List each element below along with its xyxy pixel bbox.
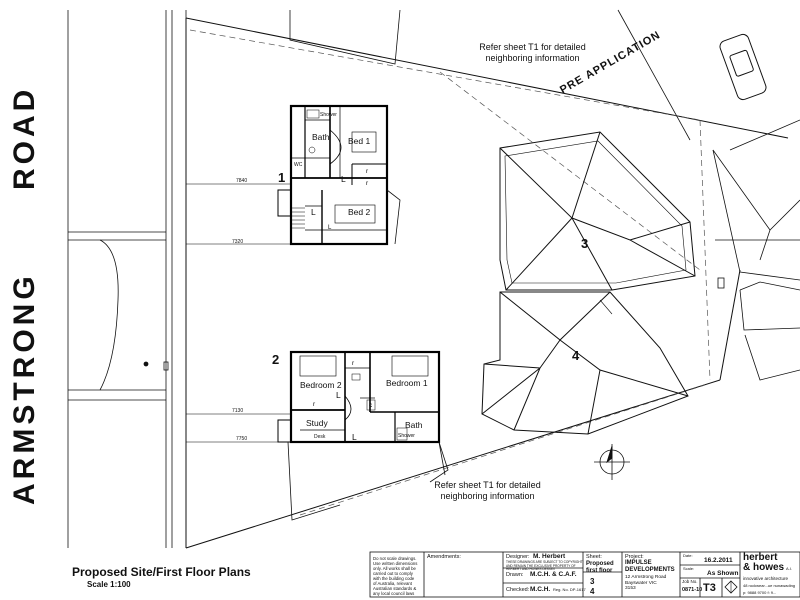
job-number: 0871-10 [682,587,703,593]
unit-1-shower: Shower [320,112,337,118]
unit-1-bed-1: Bed 1 [348,136,371,146]
dimension-7130: 7130 [232,408,244,414]
note-top-neighbour: Refer sheet T1 for detailed neighboring … [479,42,586,63]
dimension-7320: 7320 [232,239,244,245]
unit-2-number: 2 [272,352,280,367]
site-boundary [185,17,789,549]
dimension-7750: 7750 [236,436,248,442]
unit-3-number: 3 [581,236,589,251]
disclaimer-text: Do not scale drawings. Use written dimen… [373,556,418,596]
unit-1-robe-2: r [366,180,369,187]
checked-label: Checked: [506,587,530,593]
copyright-note: THESE DRAWINGS ARE SUBJECT TO COPYRIGHT … [506,560,583,572]
unit-2-ground-outline [287,441,449,521]
unit-2-robe-1: r [352,360,355,367]
sheet-number-b: 4 [590,587,595,596]
unit-1-linen-stair: L [311,207,316,217]
firm-address: 48 rockwear...ue nunawading [743,583,796,588]
firm-suffix: A.I. [786,566,793,571]
note-bottom-neighbour: Refer sheet T1 for detailed neighboring … [434,480,541,501]
unit-2-linen-hall: L [336,390,341,400]
unit-4-number: 4 [572,348,580,363]
unit-1-robe-1: r [366,168,369,175]
unit-1-number: 1 [278,170,286,185]
registration-number: Reg. No. DP-1617 [553,587,586,592]
road-name-armstrong: ARMSTRONG [8,272,41,505]
unit-2-shower: Shower [398,433,415,439]
unit-2-linen-bottom: L [352,432,357,442]
checked-by: M.C.H. [530,586,551,593]
unit-1-linen-bottom: L [328,225,332,231]
unit-1-linen-landing: L [341,174,346,184]
project-address: 12 Armstrong Road Bayswater VIC 3153 [625,575,667,591]
unit-1-plan [186,104,389,246]
unit-1-bath: Bath [312,132,330,142]
unit-1-wc: WC [294,162,303,168]
dashed-setback [189,29,711,516]
unit-2-desk: Desk [314,434,326,440]
sheet-number-a: 3 [590,577,595,586]
project-label: Project: [625,554,644,560]
unit-2-robe-2: r [313,401,316,408]
firm-logo-icon [724,580,738,594]
road-lines [67,10,187,548]
unit-1-bed-2: Bed 2 [348,207,371,217]
unit-2-cupboard: c [369,402,373,409]
unit-2-bedroom-1: Bedroom 1 [386,378,428,388]
scale-value: As Shown [707,570,739,577]
title-block-frame [369,551,800,598]
drawn-label: Drawn: [506,572,524,578]
dimension-7840: 7840 [236,178,248,184]
unit-2-bedroom-2: Bedroom 2 [300,380,342,390]
road-markers [143,361,169,371]
sheet-label: Sheet: [586,554,602,560]
sheet-description: Proposed first floor [586,561,614,574]
job-label: Job No. [682,579,698,584]
unit-2-bath: Bath [405,420,423,430]
firm-phone: p: 9888 9700 f: 9... [743,590,777,595]
north-point [594,444,630,480]
unit-2-plan [186,350,441,444]
date-label: Date: [683,553,693,558]
unit-4-roof [481,291,689,435]
firm-name: herbert & howes [743,552,785,573]
designer-label: Designer: [506,554,530,560]
drawing-title: Proposed Site/First Floor Plans [72,565,251,579]
firm-tagline: innovative architecture [743,576,789,581]
sheet-code: T3 [703,582,716,594]
drawing-scale: Scale 1:100 [87,580,131,589]
neighbour-outlines [289,9,800,381]
car-outline [719,33,767,101]
unit-2-study: Study [306,418,328,428]
scale-label: Scale: [683,566,695,571]
project-name: IMPULSE DEVELOPMENTS [625,560,675,573]
unit-3-roof [499,131,696,291]
designer-name: M. Herbert [533,553,566,560]
date-value: 16.2.2011 [704,557,733,564]
unit-1-ground-outline [386,189,401,245]
road-name-road: ROAD [8,85,41,190]
amendments-label: Amendments: [427,554,461,560]
drawn-by: M.C.H. & C.A.F. [530,571,577,578]
